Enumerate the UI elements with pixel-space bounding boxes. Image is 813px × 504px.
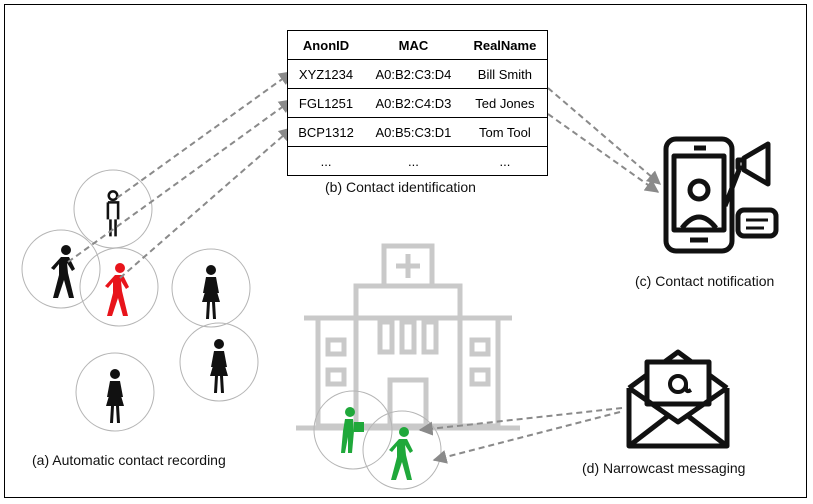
table-cell: Bill Smith <box>462 59 548 89</box>
contact-range-circle <box>179 322 259 402</box>
table-cell: BCP1312 <box>287 117 365 147</box>
person-icon <box>51 245 75 298</box>
table-cell: ... <box>287 146 365 176</box>
contact-table: AnonID MAC RealName XYZ1234 A0:B2:C3:D4 … <box>287 30 548 176</box>
table-row: FGL1251 A0:B2:C4:D3 Ted Jones <box>287 88 548 118</box>
table-row: ... ... ... <box>287 146 548 176</box>
caption-contact-notification: (c) Contact notification <box>635 273 775 289</box>
arrow-recording-to-row3 <box>119 127 294 279</box>
table-cell: Ted Jones <box>462 88 548 118</box>
column-header: RealName <box>462 30 548 60</box>
contact-range-circle <box>75 352 155 432</box>
caption-contact-identification: (b) Contact identification <box>325 179 476 195</box>
table-cell: A0:B2:C4:D3 <box>364 88 463 118</box>
contact-range-circle <box>21 229 101 309</box>
column-header: AnonID <box>287 30 365 60</box>
arrow-recording-to-row2 <box>67 99 294 263</box>
contact-range-circle <box>73 169 153 249</box>
contact-range-circle <box>79 247 159 327</box>
arrow-mail-to-person1 <box>418 407 623 436</box>
arrow-mail-to-person2 <box>432 411 621 464</box>
table-row: BCP1312 A0:B5:C3:D1 Tom Tool <box>287 117 548 147</box>
table-header-row: AnonID MAC RealName <box>287 30 548 60</box>
table-cell: XYZ1234 <box>287 59 365 89</box>
contact-range-circle <box>362 410 442 490</box>
table-cell: FGL1251 <box>287 88 365 118</box>
column-header: MAC <box>364 30 463 60</box>
delivery-person-icon <box>341 407 364 453</box>
notified-person-icon <box>389 427 413 480</box>
arrow-recording-to-row1 <box>116 71 294 199</box>
table-row: XYZ1234 A0:B2:C3:D4 Bill Smith <box>287 59 548 89</box>
contact-range-circle <box>171 248 251 328</box>
table-cell: ... <box>462 146 548 176</box>
table-cell: Tom Tool <box>462 117 548 147</box>
hospital-building-icon <box>296 243 520 431</box>
arrow-row3-to-phone <box>547 113 660 193</box>
person-icon <box>202 265 220 319</box>
contact-range-circle <box>313 390 393 470</box>
table-cell: ... <box>364 146 463 176</box>
infected-person-icon <box>105 263 129 316</box>
envelope-at-icon <box>626 349 730 449</box>
arrow-row2-to-phone <box>547 87 662 185</box>
table-cell: A0:B5:C3:D1 <box>364 117 463 147</box>
caption-automatic-contact-recording: (a) Automatic contact recording <box>32 452 226 468</box>
phone-megaphone-icon <box>663 136 779 254</box>
person-icon <box>106 190 120 237</box>
caption-narrowcast-messaging: (d) Narrowcast messaging <box>582 460 746 476</box>
table-cell: A0:B2:C3:D4 <box>364 59 463 89</box>
person-icon <box>210 339 228 393</box>
person-icon <box>106 369 124 423</box>
